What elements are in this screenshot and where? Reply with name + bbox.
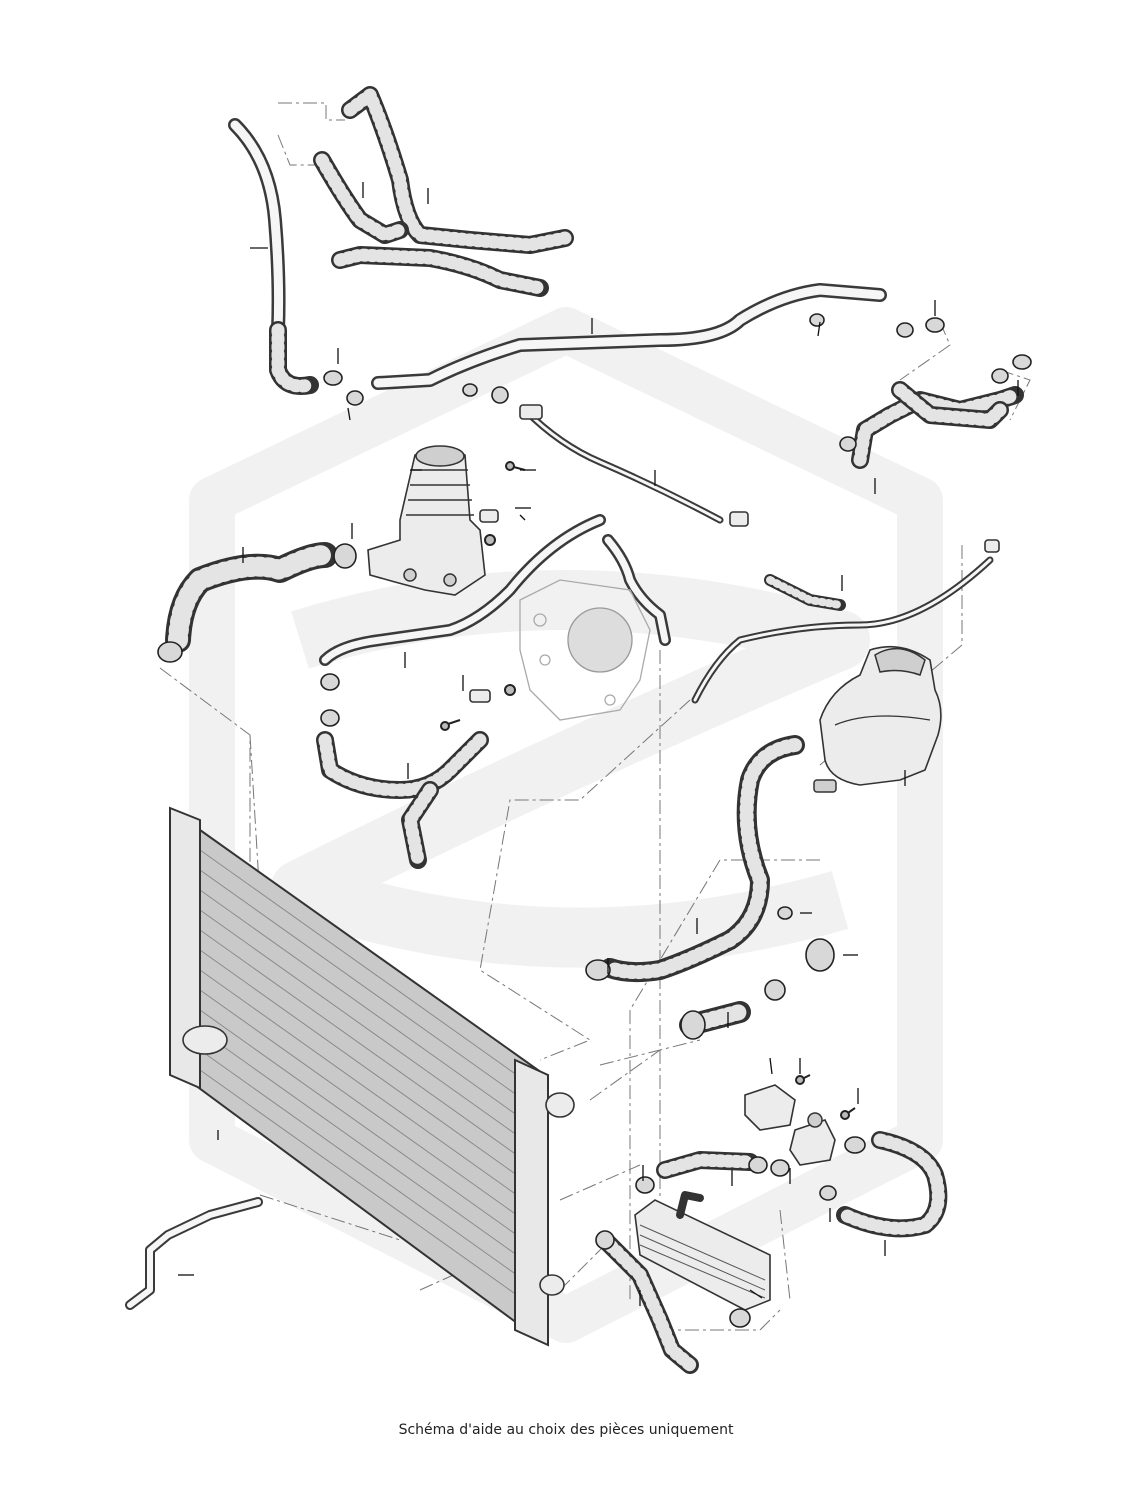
sensors: [469, 404, 1000, 703]
hose-top-2: [313, 151, 409, 244]
hose-right-top: [851, 381, 1024, 469]
hose-filter-left: [165, 542, 338, 653]
hose-bottom-pump: [656, 1131, 948, 1238]
bolts: [440, 461, 856, 1120]
engine-block: [519, 579, 651, 721]
coolant-pipes: [125, 118, 994, 1310]
hose-left-vertical: [269, 321, 319, 395]
coolant-pump: [744, 1084, 836, 1166]
hose-tank-thin: [764, 574, 846, 611]
hose-clamps: [157, 313, 1032, 1328]
hose-tank-long: [600, 735, 805, 983]
oil-filter-housing: [367, 445, 486, 596]
radiator: [169, 806, 575, 1347]
diagram-caption: Schéma d'aide au choix des pièces unique…: [398, 1422, 734, 1438]
watermark-logo: [189, 307, 943, 1343]
hose-top-3: [331, 246, 549, 297]
expansion-tank: [813, 645, 942, 793]
callout-leaders: [178, 182, 1019, 1306]
oil-cooler: [634, 1191, 771, 1311]
hose-top-1: [341, 86, 574, 254]
hose-lower-middle: [316, 731, 489, 869]
